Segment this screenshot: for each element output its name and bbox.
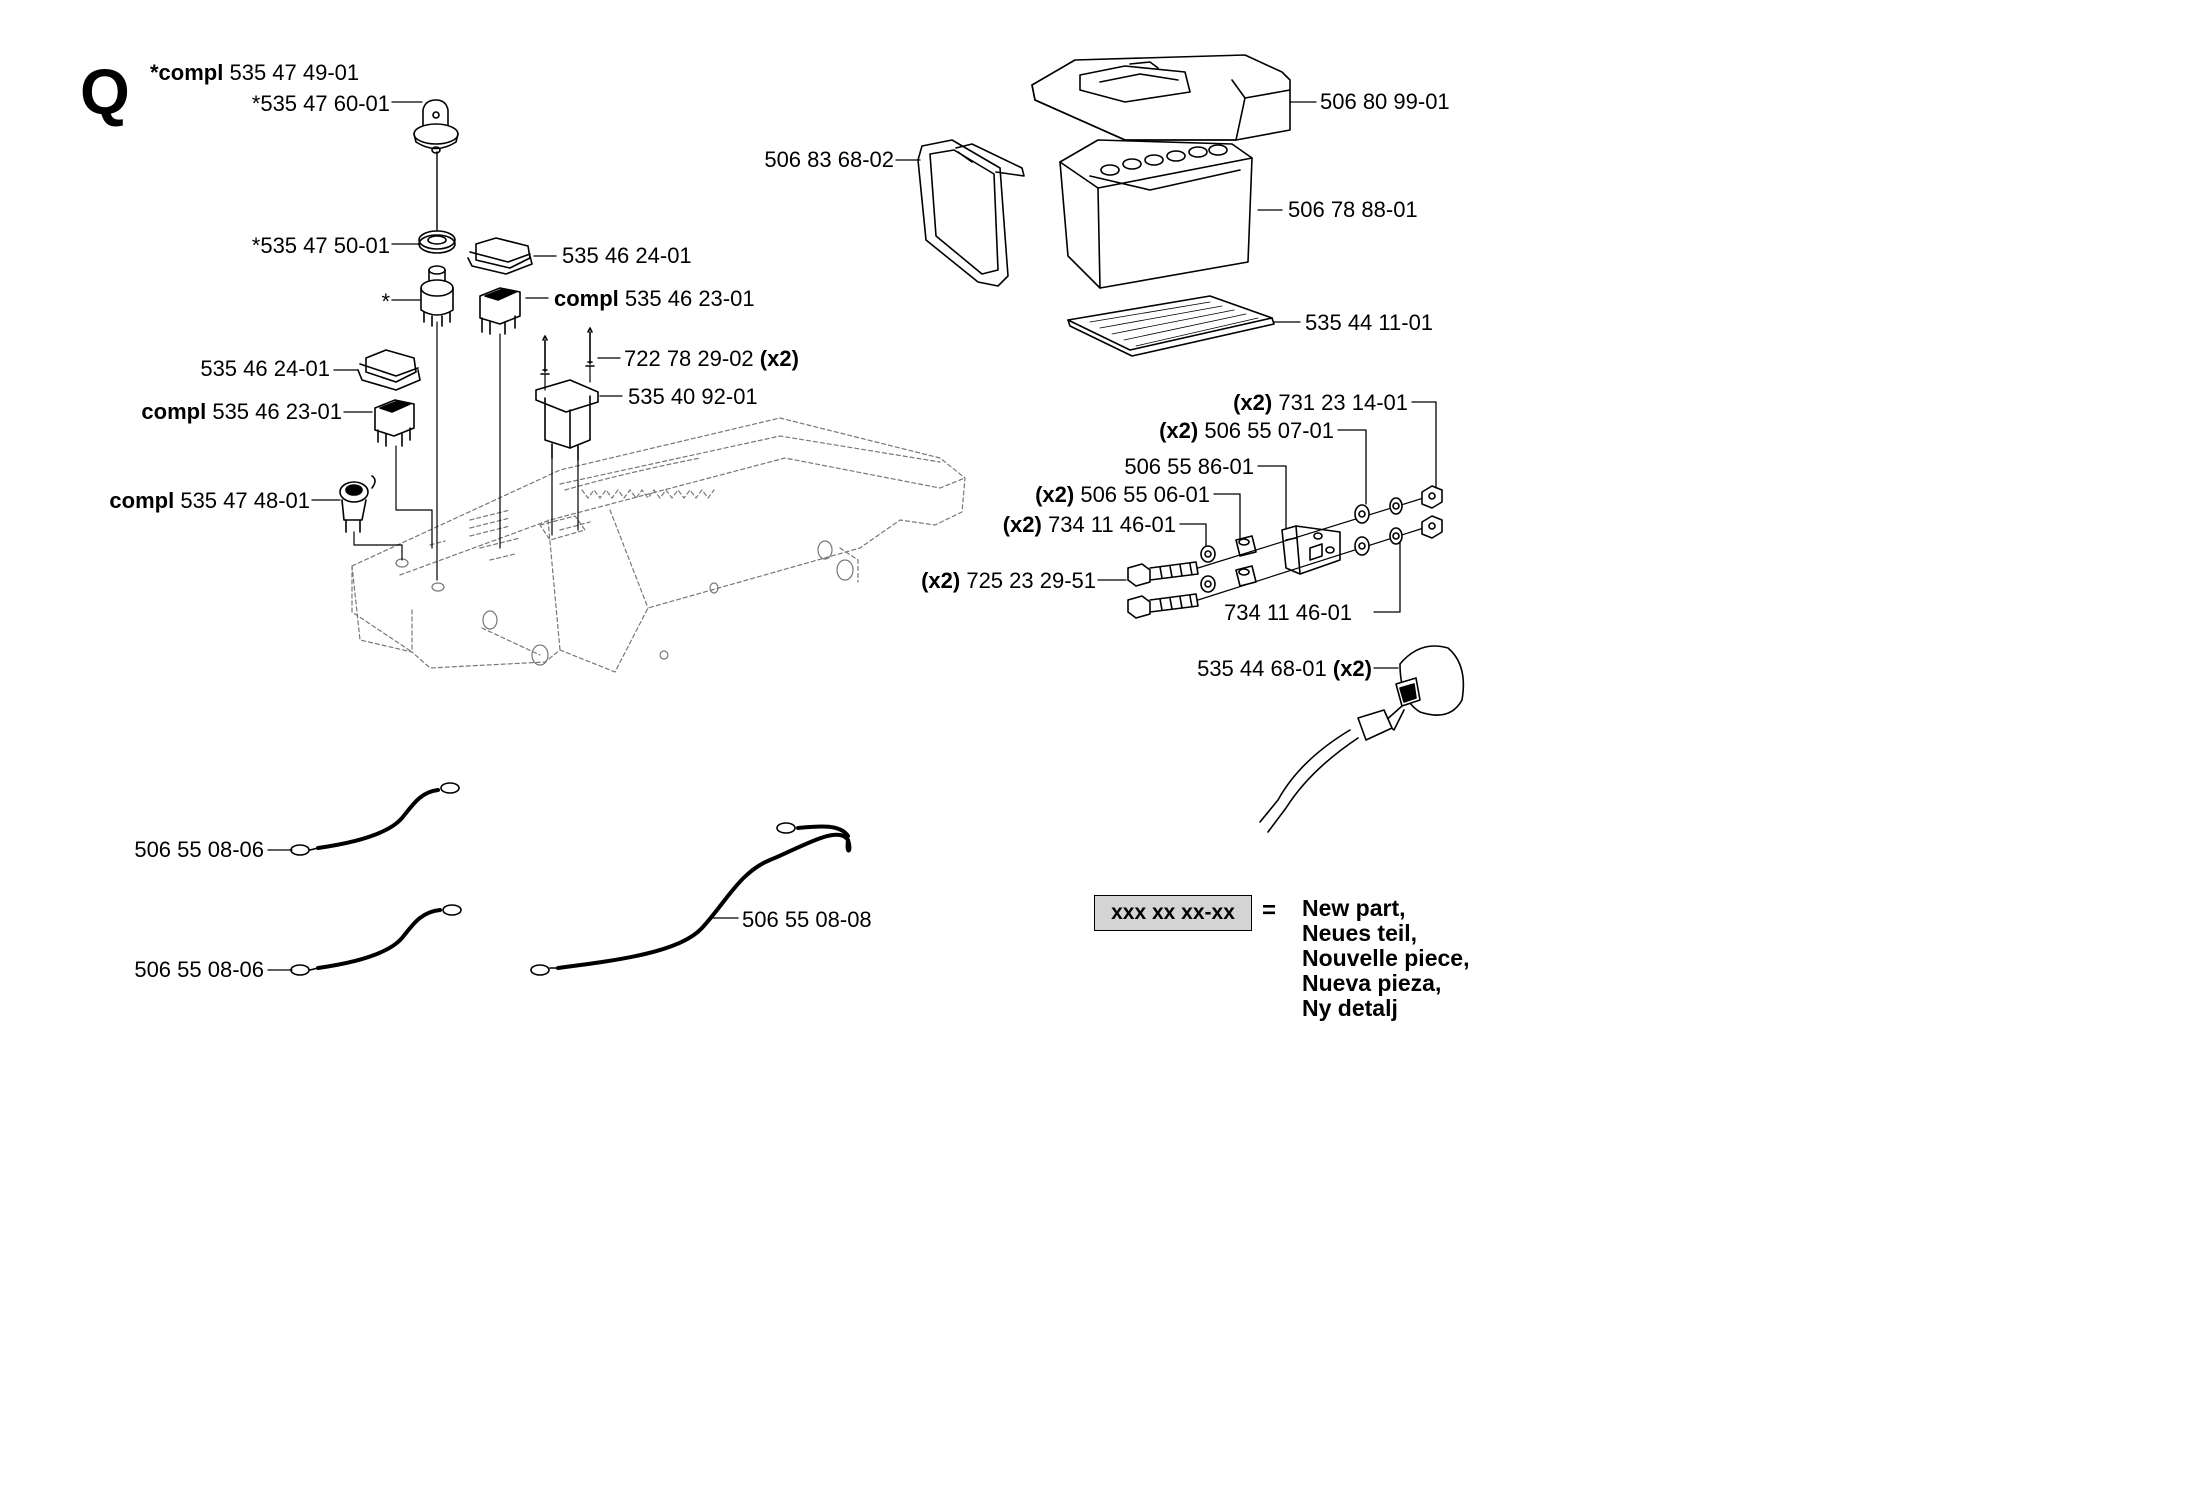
legend-new-part-box: xxx xx xx-xx <box>1094 895 1252 931</box>
battery-strap <box>917 139 1025 287</box>
rivets <box>540 327 595 375</box>
leader-lines <box>267 101 1437 971</box>
label-lamp: 535 44 68-01 (x2) <box>1197 656 1372 681</box>
label-key: *535 47 60-01 <box>251 91 390 116</box>
battery-mat <box>1067 295 1275 357</box>
legend-line: Nueva pieza, <box>1302 970 1442 996</box>
label-cable-2: 506 55 08-06 <box>134 957 264 982</box>
label-key-compl: *compl 535 47 49-01 <box>150 60 360 85</box>
legend-line: Neues teil, <box>1302 920 1418 946</box>
ignition-nut <box>418 230 456 254</box>
relay <box>535 379 599 461</box>
relay-axis <box>544 365 591 536</box>
lamp <box>1259 645 1465 833</box>
label-switch-body: * <box>381 289 390 314</box>
label-rocker-right: compl 535 46 23-01 <box>554 286 755 311</box>
label-nut-hw: (x2) 731 23 14-01 <box>1233 390 1408 415</box>
label-spacer: (x2) 506 55 06-01 <box>1035 482 1210 507</box>
label-battery: 506 78 88-01 <box>1288 197 1418 222</box>
label-mat: 535 44 11-01 <box>1305 310 1434 335</box>
legend-equals: = <box>1262 897 1277 924</box>
mounting-hardware <box>1127 485 1443 619</box>
label-rocker-left: compl 535 46 23-01 <box>141 399 342 424</box>
battery-cover <box>1031 54 1291 141</box>
cables <box>290 782 852 976</box>
label-rivet: 722 78 29-02 (x2) <box>624 346 799 371</box>
legend-line: Nouvelle piece, <box>1302 945 1470 971</box>
cover-right <box>467 237 533 275</box>
parts-diagram-page: Q *compl 535 47 49-01 *535 47 60-01 *535… <box>80 54 1470 1021</box>
label-nut: *535 47 50-01 <box>251 233 390 258</box>
console-holes <box>395 540 854 666</box>
label-relay: 535 40 92-01 <box>628 384 758 409</box>
label-washer-b: (x2) 734 11 46-01 <box>1002 512 1176 537</box>
ignition-key <box>413 99 459 154</box>
label-strap: 506 83 68-02 <box>764 147 894 172</box>
label-cable-3: 506 55 08-08 <box>742 907 872 932</box>
label-washer-c: 734 11 46-01 <box>1224 600 1353 625</box>
rocker-switch-left <box>374 399 415 447</box>
label-bolt: (x2) 725 23 29-51 <box>921 568 1096 593</box>
cover-left <box>357 349 421 391</box>
ignition-switch <box>420 265 454 327</box>
label-washer-a: (x2) 506 55 07-01 <box>1159 418 1334 443</box>
legend-text: New part, Neues teil, Nouvelle piece, Nu… <box>1302 896 1469 1021</box>
rocker-left-axis <box>395 445 433 549</box>
label-cover-left: 535 46 24-01 <box>200 356 330 381</box>
label-battery-cover: 506 80 99-01 <box>1320 89 1450 114</box>
label-cable-1: 506 55 08-06 <box>134 837 264 862</box>
battery <box>1059 139 1253 289</box>
label-socket: compl 535 47 48-01 <box>109 488 310 513</box>
rocker-switch-right <box>479 287 521 335</box>
console-housing <box>351 417 966 673</box>
section-letter: Q <box>80 56 130 128</box>
label-clamp: 506 55 86-01 <box>1124 454 1254 479</box>
parts-diagram-drawing <box>267 54 1465 976</box>
legend-line: Ny detalj <box>1302 995 1398 1021</box>
power-socket <box>339 475 376 533</box>
legend-line: New part, <box>1302 895 1406 921</box>
socket-axis <box>353 531 403 561</box>
label-cover-right: 535 46 24-01 <box>562 243 692 268</box>
